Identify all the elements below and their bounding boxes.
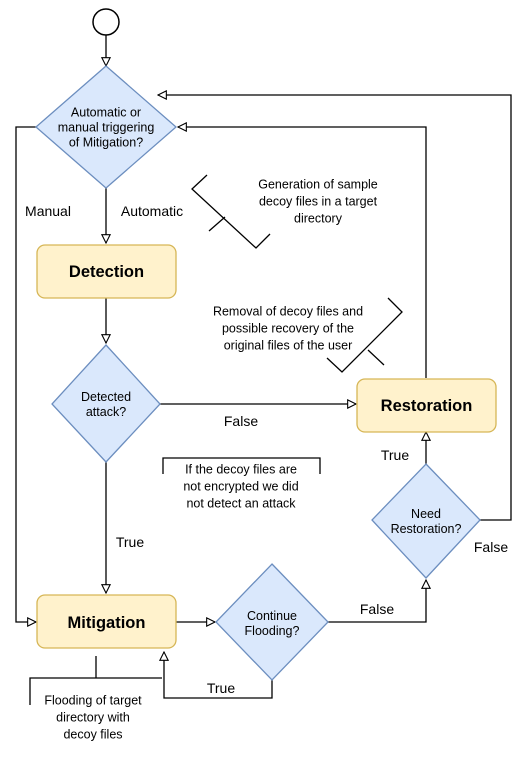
- need-restoration-decision: [371, 463, 481, 579]
- note-decoy-generation: Generation of sample decoy files in a tar…: [258, 177, 378, 225]
- edge-trigger-to-mitigation: [15, 126, 38, 622]
- text-line: of Mitigation?: [69, 135, 143, 149]
- detection-process: [36, 244, 177, 299]
- edge-label-manual: Manual: [25, 203, 71, 219]
- edge-flooding-to-need: [328, 580, 426, 623]
- text-line: not encrypted we did: [183, 479, 298, 493]
- edge-label-attack-false: False: [224, 413, 258, 429]
- text-line: Detected: [81, 390, 131, 404]
- edge-label-automatic: Automatic: [121, 203, 183, 219]
- text-line: directory: [294, 211, 343, 225]
- edge-label-attack-true: True: [116, 534, 144, 550]
- text-line: decoy files in a target: [259, 194, 378, 208]
- mitigation-process: [36, 594, 177, 649]
- mitigation-process-label: Mitigation: [68, 614, 146, 632]
- text-line: Flooding?: [245, 624, 300, 638]
- note-flooding: Flooding of target directory with decoy fi…: [44, 693, 142, 741]
- text-line: decoy files: [63, 727, 122, 741]
- edge-label-restore-false: False: [474, 539, 508, 555]
- edge-restoration-to-trigger: [178, 127, 427, 378]
- detection-process-label: Detection: [69, 263, 144, 281]
- trigger-decision: [35, 65, 177, 189]
- text-line: Generation of sample: [258, 177, 378, 191]
- text-line: Automatic or: [71, 105, 141, 119]
- edge-label-flooding-false: False: [360, 601, 394, 617]
- text-line: possible recovery of the: [222, 321, 354, 335]
- text-line: directory with: [56, 710, 130, 724]
- note-bracket-decoy-removal: [326, 297, 403, 373]
- text-line: attack?: [86, 405, 126, 419]
- edge-need-to-trigger: [158, 95, 512, 521]
- continue-flooding-decision: [215, 563, 329, 681]
- edge-flooding-to-mitigation: [164, 652, 273, 699]
- note-bracket-not-encrypted: [162, 457, 321, 474]
- text-line: Flooding of target: [44, 693, 142, 707]
- note-decoy-removal: Removal of decoy files and possible recov…: [213, 304, 363, 352]
- restoration-process: [356, 378, 497, 433]
- text-line: Restoration?: [391, 522, 462, 536]
- start-node: [92, 8, 120, 36]
- note-bracket-flooding: [29, 656, 162, 705]
- detected-attack-decision: [51, 344, 161, 463]
- edge-label-restore-true: True: [381, 447, 409, 463]
- note-bracket-decoy-generation: [191, 174, 271, 249]
- restoration-process-label: Restoration: [381, 397, 473, 415]
- text-line: Continue: [247, 609, 297, 623]
- edge-label-flooding-true: True: [207, 680, 235, 696]
- note-not-encrypted: If the decoy files are not encrypted we d…: [183, 462, 298, 510]
- text-line: If the decoy files are: [185, 462, 297, 476]
- text-line: manual triggering: [58, 120, 155, 134]
- text-line: original files of the user: [224, 338, 353, 352]
- text-line: Removal of decoy files and: [213, 304, 363, 318]
- text-line: Need: [411, 507, 441, 521]
- text-line: not detect an attack: [186, 496, 296, 510]
